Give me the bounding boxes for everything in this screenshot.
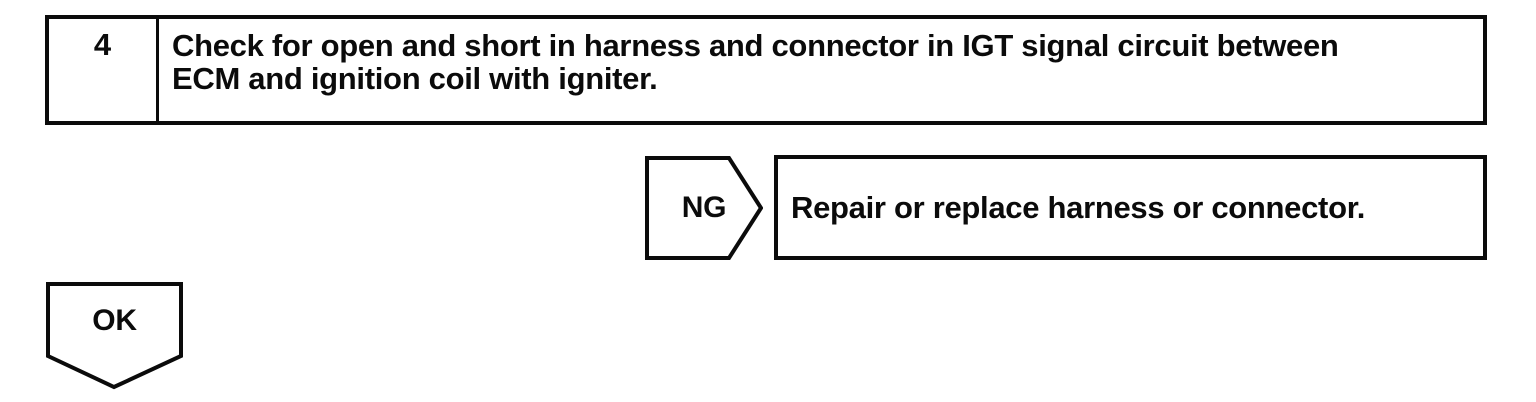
ng-action-box: Repair or replace harness or connector. bbox=[774, 155, 1487, 260]
step-number-cell: 4 bbox=[49, 19, 159, 121]
step-box: 4 Check for open and short in harness an… bbox=[45, 15, 1487, 125]
ng-connector: NG bbox=[645, 156, 763, 260]
ok-label: OK bbox=[92, 304, 137, 337]
ok-pentagon-icon bbox=[46, 282, 183, 390]
ng-action-text: Repair or replace harness or connector. bbox=[791, 189, 1366, 225]
ng-label: NG bbox=[681, 191, 727, 224]
ok-connector: OK bbox=[46, 282, 183, 390]
step-instruction: Check for open and short in harness and … bbox=[172, 28, 1339, 96]
ng-pentagon-icon bbox=[645, 156, 763, 260]
step-number: 4 bbox=[93, 27, 112, 62]
